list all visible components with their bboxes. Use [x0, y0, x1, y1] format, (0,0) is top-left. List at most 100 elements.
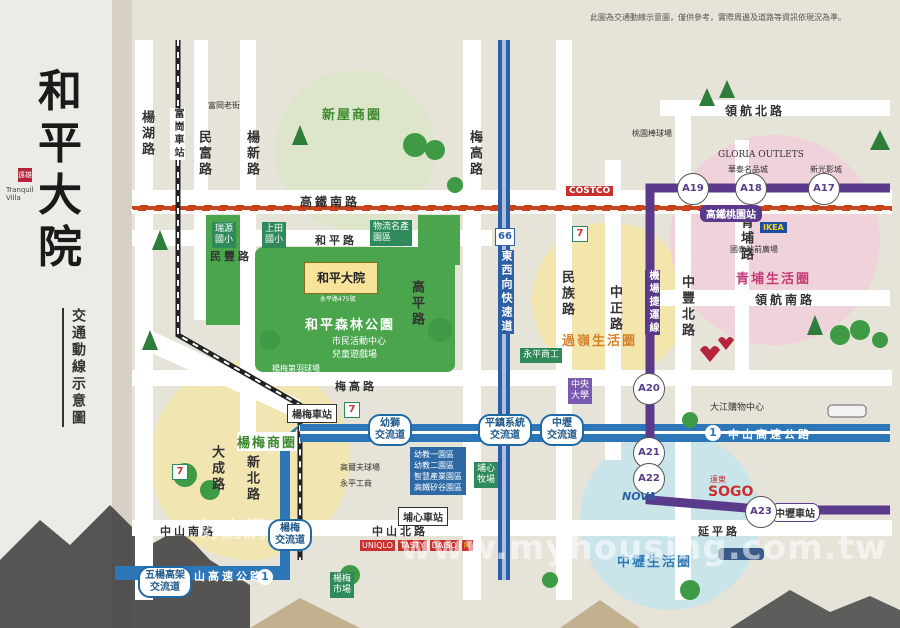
interchange-wuyang: 五楊高架交流道 [138, 566, 192, 598]
interchange-youshi: 幼獅交流道 [368, 414, 412, 446]
seal-stamp: 遠雄 [18, 168, 32, 182]
poi-gloria: GLORIA OUTLETS [718, 150, 804, 160]
store-daiso: DAISO [429, 540, 459, 551]
seven-eleven-icon: 7 [172, 464, 188, 480]
road-label-linghang-s: 領航南路 [755, 293, 816, 307]
road-label-minfu: 民富路 [196, 130, 211, 178]
brand-english: Tranquil Villa [6, 186, 34, 202]
watermark-cn: 好房網 [200, 518, 267, 543]
road-label-zhongshan-s: 中山南路 [160, 525, 216, 538]
site-name-plaque: 和平大院 [304, 262, 378, 294]
road-label-zhongzheng: 中正路 [607, 285, 622, 333]
station-puxin: 埔心車站 [398, 507, 448, 526]
road-label-zhongfeng: 中豐北路 [679, 275, 694, 339]
road-label-linghang-n: 領航北路 [725, 104, 786, 118]
title-char: 和 [38, 66, 82, 117]
area-yangmei: 楊梅商圈 [237, 432, 298, 451]
poi-ruiyuan-school: 瑞源國小 [212, 222, 237, 248]
school-item: 幼教一園區 [414, 450, 454, 459]
poi-shangtian-school: 上田國小 [262, 222, 287, 248]
area-zhongli: 中壢生活圈 [617, 555, 693, 570]
site-address: 永平路475號 [320, 296, 356, 303]
park-facility: 市民活動中心 [332, 337, 387, 347]
mrt-station-a23: A23 [745, 496, 777, 528]
poi-materials-park: 物流名產園區 [370, 220, 413, 246]
store-strip: UNIQLO TASTY DAISO M [360, 540, 473, 551]
road-label-gaotienan: 高鐵南路 [300, 195, 361, 209]
expressway-shield: 66 [495, 228, 515, 246]
park-facility: 兒童遊戲場 [332, 350, 378, 360]
watermark: www.myhousing.com.tw [400, 528, 888, 568]
poi-dajiang: 大江購物中心 [710, 403, 765, 413]
interchange-pingzhen: 平鎮系統交流道 [478, 414, 532, 446]
interchange-neili: 中壢交流道 [540, 414, 584, 446]
road-label-minfeng: 民豐路 [210, 250, 252, 263]
store-mcd: M [461, 540, 473, 551]
qingpu-circle [670, 135, 880, 345]
area-guoling: 過嶺生活圈 [562, 334, 638, 349]
road-label-minzu: 民族路 [559, 270, 574, 318]
freeway-shield: 1 [705, 425, 721, 441]
title-char: 大 [38, 170, 82, 221]
station-zhongli: 中壢車站 [770, 503, 820, 522]
poi-nova: NOVA [622, 490, 657, 503]
road-label-yanping: 延平路 [698, 525, 740, 538]
road-label-fugang: 富崗車站 [170, 108, 185, 160]
road-label-dacheng: 大成路 [209, 445, 224, 493]
road-label-xinbei: 新北路 [244, 455, 259, 503]
park-name: 和平森林公園 [305, 318, 396, 333]
poi-yangmei-market: 楊梅市場 [330, 572, 355, 598]
poi-baseball: 桃園棒球場 [632, 129, 672, 138]
poi-guotai: 國泰站前廣場 [730, 245, 778, 254]
road-label-zhongshan-fwy: 中山高速公路 [728, 428, 812, 441]
seven-eleven-icon: 7 [344, 402, 360, 418]
poi-sogo: SOGO [708, 484, 754, 500]
badminton-label: 楊梅第羽球場 [272, 364, 320, 373]
poi-cinema: 新光影城 [810, 165, 842, 174]
interchange-yangmei: 楊梅交流道 [268, 519, 312, 551]
station-yangmei: 楊梅車站 [287, 404, 337, 423]
road-label-meigao: 梅高路 [467, 130, 482, 178]
poi-golf: 高爾夫球場 [340, 463, 380, 472]
road-label-heping: 和平路 [315, 234, 357, 247]
mrt-station-a20: A20 [633, 373, 665, 405]
road-label-qingpu: 青埔路 [738, 215, 753, 263]
mrt-station-a17: A17 [808, 173, 840, 205]
mrt-station-a19: A19 [677, 173, 709, 205]
road-label-dongxi: 東西向快速道 [498, 250, 514, 334]
area-xinwu: 新屋商圈 [322, 108, 383, 123]
map-subtitle: 交通動線示意圖 [62, 308, 88, 427]
road-label-yangxin: 楊新路 [244, 130, 259, 178]
disclaimer-text: 此圖為交通動線示意圖，僅供參考，實際周邊及道路等資訊依現況為準。 [590, 13, 846, 22]
poi-yangmei-schools: 幼教一園區 幼教二園區 智慧產業園區 高鐵矽谷園區 [410, 447, 466, 495]
area-qingpu: 青埔生活圈 [736, 272, 812, 287]
road-label-zhongshan-fwy-2: 中山高速公路 [180, 570, 264, 583]
store-tasty: TASTY [397, 540, 427, 551]
seven-eleven-icon: 7 [572, 226, 588, 242]
mountain-right [730, 590, 900, 628]
freeway-shield-2: 1 [257, 569, 273, 585]
title-char: 平 [38, 118, 82, 169]
school-item: 智慧產業園區 [414, 472, 462, 481]
poi-yongping: 永平工商 [340, 479, 372, 488]
mrt-station-a22: A22 [633, 463, 665, 495]
poi-fugang-old-street: 富岡老街 [208, 101, 240, 110]
store-uniqlo: UNIQLO [360, 540, 395, 551]
road-label-gaoping: 高平路 [409, 280, 424, 328]
road-label-jichang: 機場捷運線 [645, 270, 660, 335]
poi-univ: 中央大學 [568, 378, 593, 404]
railway [131, 40, 893, 560]
road-label-zhongshan-n: 中山北路 [372, 525, 428, 538]
poi-puxin-farm: 埔心牧場 [474, 462, 499, 488]
poi-gloria-cn: 華泰名品城 [728, 165, 768, 174]
mrt-station-a18: A18 [735, 173, 767, 205]
brand-title: 和 平 大 院 [38, 66, 98, 274]
road-label-meigao-h: 梅高路 [335, 380, 377, 393]
poi-sogo-cn: 遠東 [710, 475, 726, 484]
title-char: 院 [38, 222, 82, 273]
poi-yongping-school: 永平商工 [520, 348, 563, 363]
school-item: 幼教二園區 [414, 461, 454, 470]
poi-ikea: IKEA [760, 222, 787, 233]
school-item: 高鐵矽谷園區 [414, 483, 462, 492]
